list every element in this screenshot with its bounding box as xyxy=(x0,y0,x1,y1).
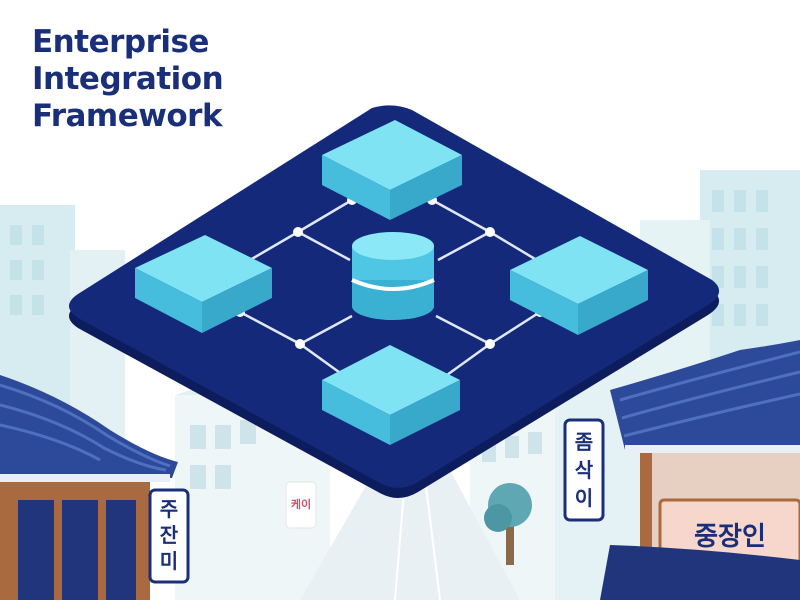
sign-right-banner-text: 중장인 xyxy=(694,522,766,552)
hanok-left xyxy=(0,375,178,600)
title-line-1: Enterprise xyxy=(32,24,209,60)
database-center xyxy=(351,232,435,320)
sign-right-char-1: 좀 xyxy=(574,430,594,454)
sign-right-char-3: 이 xyxy=(574,486,594,510)
module-right xyxy=(510,236,648,335)
sign-right-text: 좀 삭 이 xyxy=(565,428,603,512)
hanok-right xyxy=(600,340,800,600)
module-top xyxy=(322,120,462,220)
sign-small xyxy=(285,481,317,529)
sign-small-text: 케이 xyxy=(290,498,312,511)
sign-left-char-1: 주 xyxy=(159,497,179,521)
module-left xyxy=(135,235,272,333)
title-line-2: Integration xyxy=(32,61,224,97)
sign-left-vertical xyxy=(148,488,190,584)
sign-right-char-2: 삭 xyxy=(574,458,594,482)
page-title: Enterprise Integration Framework xyxy=(32,24,224,135)
module-bottom xyxy=(322,345,460,445)
sign-left-text: 주 잔 미 xyxy=(150,496,188,574)
sign-left-char-2: 잔 xyxy=(159,523,179,547)
street xyxy=(300,470,520,600)
sign-right-vertical xyxy=(563,418,605,522)
title-line-3: Framework xyxy=(32,98,223,134)
tree xyxy=(484,483,532,565)
sign-left-char-3: 미 xyxy=(159,549,179,573)
